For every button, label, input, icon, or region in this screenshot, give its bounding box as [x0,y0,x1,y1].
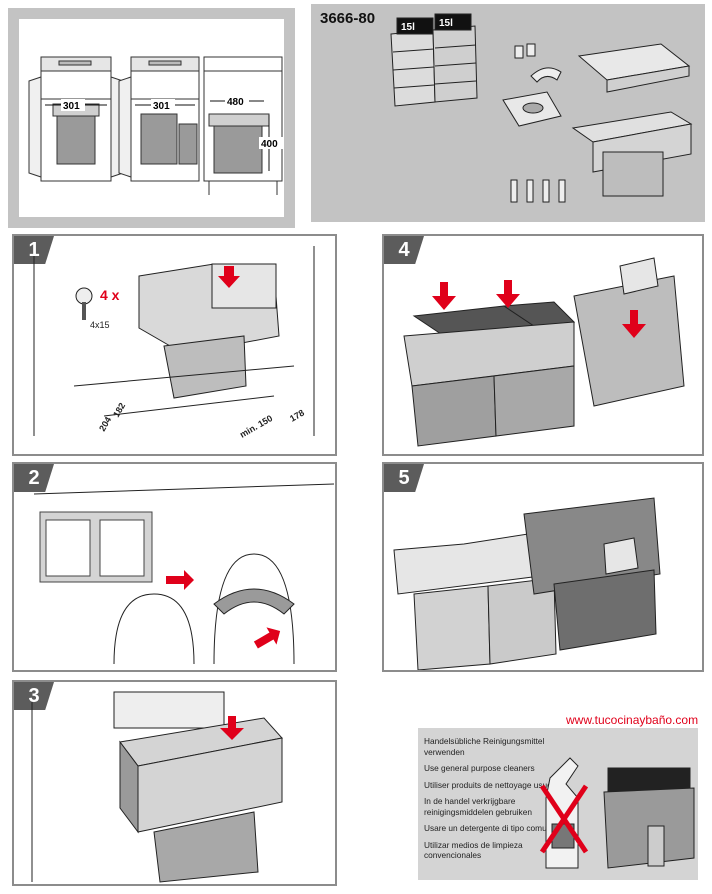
cleaning-note-nl: In de handel verkrijgbare reinigingsmidd… [424,796,532,817]
height-label: 400 [261,139,278,150]
parts-drawing: 15l 15l [390,13,693,203]
cleaning-note-it: Usare un detergente di tipo comune [424,823,556,833]
screw-size: 4x15 [90,320,110,330]
cabinet-dimensions-drawing: 301 301 480 400 [28,56,283,195]
dim-182: 182 [111,401,127,419]
step-number: 3 [14,682,54,710]
cleaning-illustration [539,757,695,869]
website-label: www.tucocinaybaño.com [566,713,699,727]
step-3-panel: 3 [12,680,337,886]
cleaning-panel: Handelsübliche Reinigungsmittel verwende… [418,728,698,880]
screw-count: 4 x [100,287,120,303]
dim-204: 204 [97,415,113,433]
step-1-illustration: 4 x 4x15 182 204 min. 150 178 [33,246,315,440]
model-number: 3666-80 [320,10,376,27]
dim-min-150: min. 150 [238,413,274,440]
depth-label: 480 [227,97,244,108]
step-2-illustration [33,483,335,665]
width-label-2: 301 [153,101,170,112]
bin-capacity-left: 15l [401,22,415,33]
step-4-panel: 4 [382,234,704,456]
parts-panel: 15l 15l [311,4,705,222]
step-2-panel: 2 [12,462,337,672]
step-4-illustration [403,257,685,447]
cleaning-notes: Handelsübliche Reinigungsmittel verwende… [424,736,582,867]
dimensions-panel: 301 301 480 400 [8,8,295,228]
step-3-illustration [31,691,283,883]
step-5-panel: 5 [382,462,704,672]
cleaning-note-fr: Utiliser produits de nettoyage usuels [424,779,558,790]
width-label-1: 301 [63,101,80,112]
step-5-illustration [393,497,661,670]
cleaning-note-en: Use general purpose cleaners [424,763,535,773]
step-1-panel: 1 4 x 4x15 182 204 min. 150 178 [12,234,337,456]
dim-178: 178 [288,408,306,424]
bin-capacity-right: 15l [439,18,453,29]
cleaning-note-de: Handelsübliche Reinigungsmittel verwende… [424,736,545,757]
cleaning-note-es: Utilizar medios de limpieza convencional… [424,839,523,861]
